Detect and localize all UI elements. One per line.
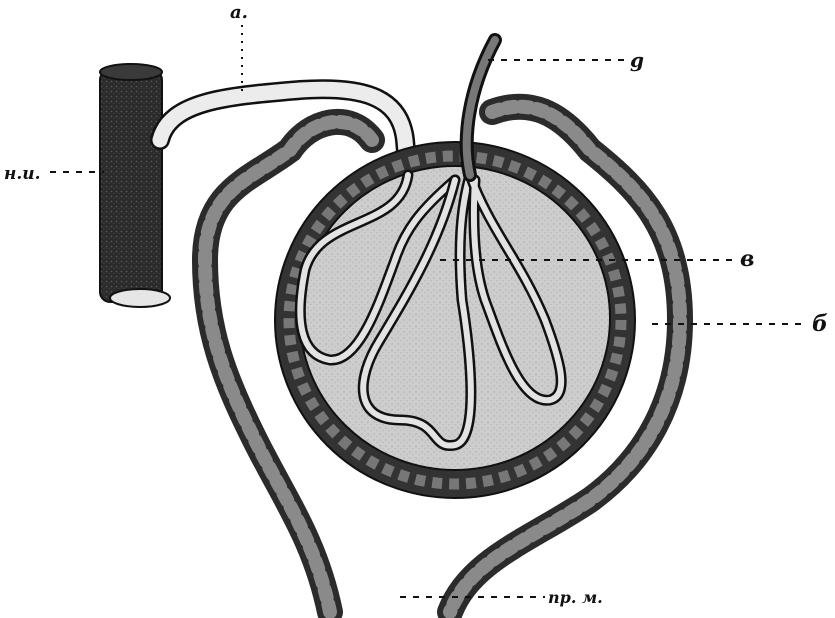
label-g: g	[630, 48, 644, 72]
label-prm: пр. м.	[548, 588, 603, 607]
label-v: в	[740, 246, 754, 272]
label-a: a.	[230, 2, 248, 23]
label-b: б	[812, 311, 828, 337]
vessel-stump	[100, 64, 170, 307]
label-ni: н.и.	[4, 164, 41, 184]
